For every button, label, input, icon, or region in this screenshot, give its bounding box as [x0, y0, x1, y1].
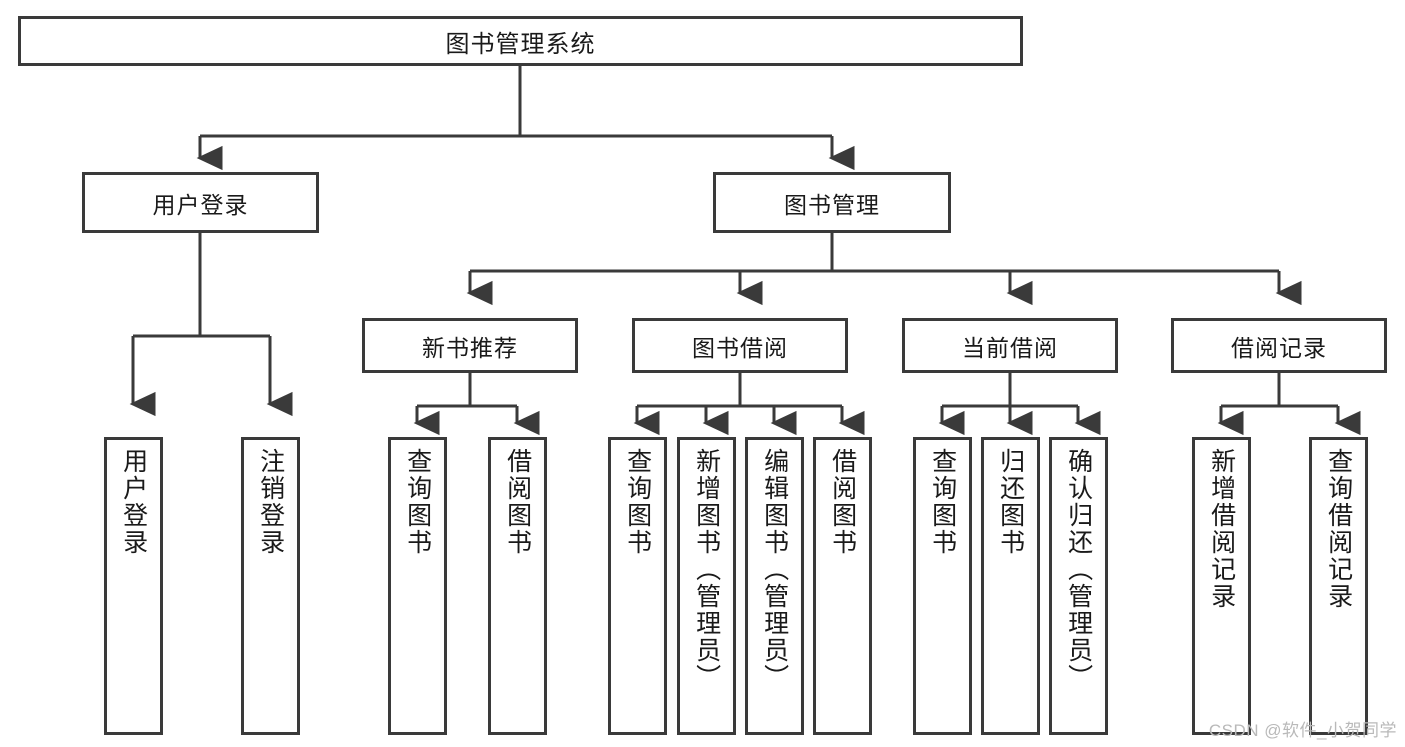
leaf-edit-book-admin[interactable]: 编辑图书（管理员）: [745, 437, 804, 735]
node-book-management[interactable]: 图书管理: [713, 172, 951, 233]
leaf-query-books-recommend[interactable]: 查询图书: [388, 437, 447, 735]
leaf-confirm-return-admin[interactable]: 确认归还（管理员）: [1049, 437, 1108, 735]
node-book-borrow[interactable]: 图书借阅: [632, 318, 848, 373]
leaf-add-book-admin[interactable]: 新增图书（管理员）: [677, 437, 736, 735]
leaf-return-books[interactable]: 归还图书: [981, 437, 1040, 735]
leaf-query-books-borrow[interactable]: 查询图书: [608, 437, 667, 735]
watermark-text: CSDN @软件_小贺同学: [1208, 721, 1397, 740]
leaf-borrow-books-recommend[interactable]: 借阅图书: [488, 437, 547, 735]
node-user-login[interactable]: 用户登录: [82, 172, 319, 233]
leaf-logout[interactable]: 注销登录: [241, 437, 300, 735]
leaf-query-books-current[interactable]: 查询图书: [913, 437, 972, 735]
leaf-user-login[interactable]: 用户登录: [104, 437, 163, 735]
leaf-add-borrow-record[interactable]: 新增借阅记录: [1192, 437, 1251, 735]
node-new-book-recommend[interactable]: 新书推荐: [362, 318, 578, 373]
node-borrow-record[interactable]: 借阅记录: [1171, 318, 1387, 373]
node-root-library-system[interactable]: 图书管理系统: [18, 16, 1023, 66]
leaf-query-borrow-record[interactable]: 查询借阅记录: [1309, 437, 1368, 735]
node-current-borrow[interactable]: 当前借阅: [902, 318, 1118, 373]
leaf-borrow-books[interactable]: 借阅图书: [813, 437, 872, 735]
